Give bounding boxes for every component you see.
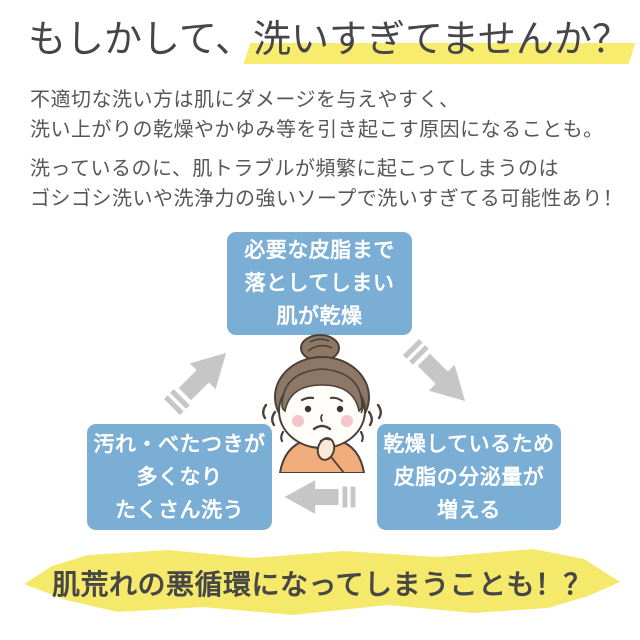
cycle-arrow-up-right-icon <box>154 335 243 424</box>
title-highlight-wrap: 洗いすぎてませんか？ <box>243 14 636 66</box>
cycle-box-sebum-increase: 乾燥しているため 皮脂の分泌量が 増える <box>377 424 561 530</box>
title-highlight-text: 洗いすぎてませんか？ <box>252 19 630 61</box>
worried-woman-illustration <box>254 333 390 473</box>
conclusion-banner: 肌荒れの悪循環になってしまうことも！？ <box>18 546 626 622</box>
cycle-arrow-down-right-icon <box>393 329 482 418</box>
cycle-box-wash-more: 汚れ・べたつきが 多くなり たくさん洗う <box>87 424 272 530</box>
cycle-box-dry-skin: 必要な皮脂まで 落としてしまい 肌が乾燥 <box>227 232 412 335</box>
intro-paragraph-2: 洗っているのに、肌トラブルが頻繁に起こってしまうのは ゴシゴシ洗いや洗浄力の強い… <box>30 158 624 210</box>
intro-paragraph-1: 不適切な洗い方は肌にダメージを与えやすく、 洗い上がりの乾燥やかゆみ等を引き起こ… <box>30 89 604 141</box>
yellow-brush-banner-shape <box>24 549 620 615</box>
conclusion-text: 肌荒れの悪循環になってしまうことも！？ <box>51 569 593 600</box>
cycle-arrow-left-icon <box>283 476 357 518</box>
page-title: もしかして、洗いすぎてませんか？ <box>28 14 636 66</box>
title-prefix: もしかして、 <box>28 19 253 61</box>
